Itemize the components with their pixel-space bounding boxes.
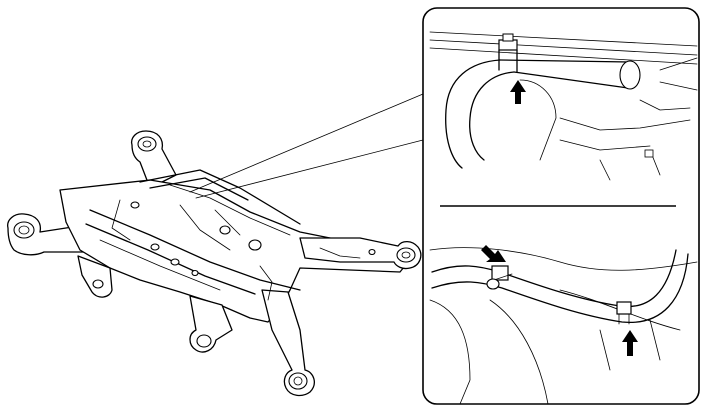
callout-leader-lines bbox=[189, 93, 424, 199]
lower-left-callout-arrow bbox=[481, 245, 506, 262]
lower-hose-clips-detail bbox=[429, 245, 698, 405]
rear-subframe bbox=[7, 130, 422, 397]
lower-right-callout-arrow bbox=[622, 330, 638, 356]
upper-hose-clip-detail bbox=[429, 31, 698, 181]
detail-panel bbox=[422, 7, 700, 405]
upper-callout-arrow bbox=[510, 80, 526, 104]
